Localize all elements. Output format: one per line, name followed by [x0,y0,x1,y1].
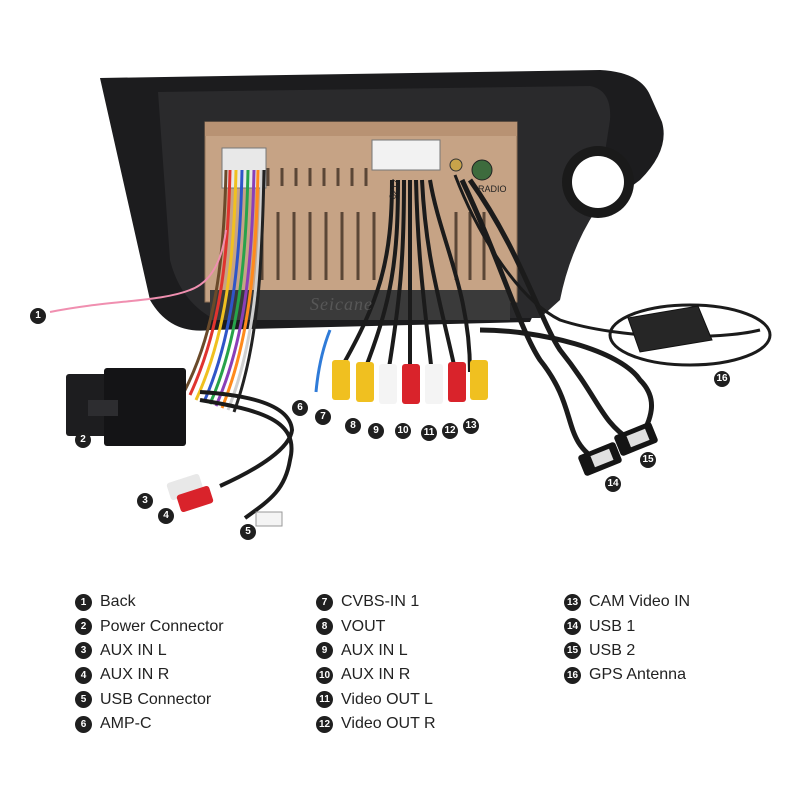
callout-7: 7 [315,409,331,425]
callout-14: 14 [605,476,621,492]
gps-antenna [453,174,772,367]
legend-number: 15 [564,642,581,660]
callout-13: 13 [463,418,479,434]
callout-15: 15 [640,452,656,468]
aux-rca-left [166,473,214,513]
legend-number: 16 [564,666,581,684]
legend-number: 11 [316,691,333,709]
legend-number: 6 [75,715,92,733]
legend-number: 5 [75,691,92,709]
legend-label: Video OUT L [341,690,433,708]
legend-label: AMP-C [100,715,152,733]
legend-item: 7 CVBS-IN 1 [316,590,436,614]
callout-2: 2 [75,432,91,448]
usb-plug-small [255,511,283,527]
amp-c-wire [314,329,332,393]
legend-item: 14 USB 1 [564,614,690,638]
legend-label: CVBS-IN 1 [341,593,420,611]
callout-11: 11 [421,425,437,441]
legend-label: USB Connector [100,690,212,708]
legend-item: 2 Power Connector [75,614,224,638]
legend-label: GPS Antenna [589,666,686,684]
radio-jack [471,159,493,181]
legend-item: 4 AUX IN R [75,663,224,687]
legend-label: Power Connector [100,617,224,635]
legend-number: 9 [316,642,333,660]
legend-item: 13 CAM Video IN [564,590,690,614]
callout-8: 8 [345,418,361,434]
legend-label: AUX IN L [341,641,408,659]
legend-number: 8 [316,618,333,636]
legend-item: 1 Back [75,590,224,614]
legend-column-3: 13 CAM Video IN 14 USB 1 15 USB 2 16 GPS Ant… [564,590,690,688]
legend-item: 9 AUX IN L [316,639,436,663]
callout-3: 3 [137,493,153,509]
callout-16: 16 [714,371,730,387]
legend-column-1: 1 Back 2 Power Connector 3 AUX IN L 4 AUX IN… [75,590,224,736]
legend: 1 Back 2 Power Connector 3 AUX IN L 4 AUX IN… [0,590,800,750]
legend-label: USB 1 [589,617,636,635]
legend-number: 2 [75,618,92,636]
callout-12: 12 [442,423,458,439]
harness-wires [182,169,266,413]
legend-label: USB 2 [589,641,636,659]
legend-item: 5 USB Connector [75,688,224,712]
legend-item: 16 GPS Antenna [564,663,690,687]
legend-label: Back [100,593,136,611]
callout-9: 9 [368,423,384,439]
gps-jack [449,158,463,172]
callout-1: 1 [30,308,46,324]
legend-item: 6 AMP-C [75,712,224,736]
legend-label: AUX IN L [100,641,167,659]
legend-label: Video OUT R [341,715,436,733]
legend-number: 7 [316,593,333,611]
power-connector [66,368,186,446]
rca-plugs-center [332,360,488,404]
legend-number: 10 [316,666,333,684]
legend-label: CAM Video IN [589,593,691,611]
legend-item: 15 USB 2 [564,639,690,663]
radio-jack-label: RADIO [478,184,507,194]
legend-item: 11 Video OUT L [316,688,436,712]
back-wire [49,229,227,313]
brand-watermark: Seicane [310,294,373,314]
legend-item: 12 Video OUT R [316,712,436,736]
callout-4: 4 [158,508,174,524]
callout-10: 10 [395,423,411,439]
aux-plug [371,139,441,171]
legend-item: 10 AUX IN R [316,663,436,687]
legend-column-2: 7 CVBS-IN 1 8 VOUT 9 AUX IN L 10 AUX IN R 11… [316,590,436,736]
legend-number: 4 [75,666,92,684]
legend-item: 8 VOUT [316,614,436,638]
legend-label: AUX IN R [341,666,411,684]
usb-plugs [578,422,658,476]
legend-number: 3 [75,642,92,660]
legend-label: VOUT [341,617,386,635]
legend-label: AUX IN R [100,666,170,684]
legend-number: 14 [564,618,581,636]
legend-number: 12 [316,715,333,733]
callout-6: 6 [292,400,308,416]
legend-number: 1 [75,593,92,611]
legend-item: 3 AUX IN L [75,639,224,663]
product-photo [49,70,772,527]
legend-number: 13 [564,593,581,611]
callout-5: 5 [240,524,256,540]
